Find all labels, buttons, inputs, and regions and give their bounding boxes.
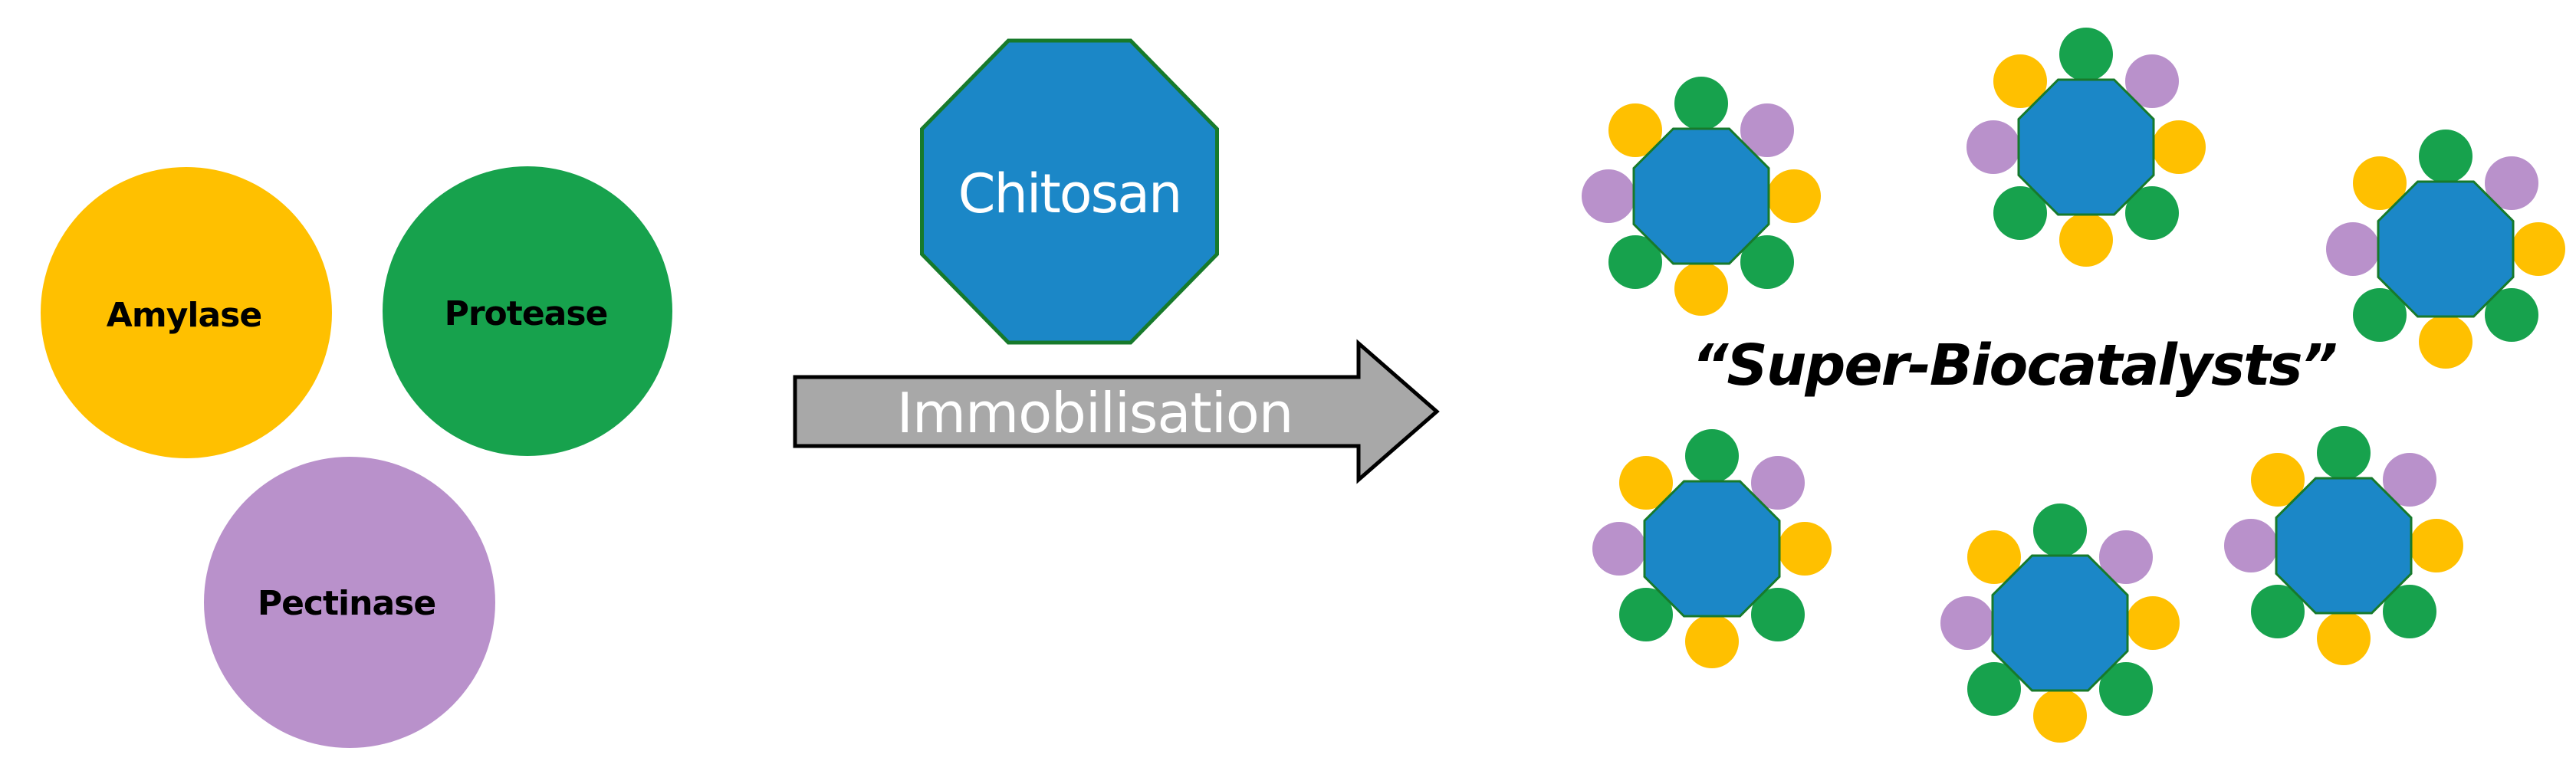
cluster-4-green-enzyme-dot	[1619, 588, 1673, 641]
cluster-5-green-enzyme-dot	[2033, 504, 2087, 557]
cluster-5-green-enzyme-dot	[2099, 662, 2153, 716]
cluster-4-yellow-enzyme-dot	[1778, 522, 1832, 576]
protease-label: Protease	[444, 294, 609, 333]
cluster-3-chitosan-octagon	[2377, 180, 2515, 318]
cluster-3-green-enzyme-dot	[2419, 130, 2472, 183]
cluster-1-green-enzyme-dot	[1608, 235, 1662, 289]
cluster-1-purple-enzyme-dot	[1582, 169, 1635, 223]
cluster-4-green-enzyme-dot	[1685, 429, 1739, 483]
cluster-1-yellow-enzyme-dot	[1767, 169, 1821, 223]
chitosan-octagon	[920, 38, 1219, 345]
cluster-2-purple-enzyme-dot	[2125, 54, 2179, 108]
cluster-5-chitosan-octagon	[1991, 554, 2129, 692]
cluster-4-green-enzyme-dot	[1751, 588, 1805, 641]
cluster-1-green-enzyme-dot	[1674, 77, 1728, 130]
cluster-2-yellow-enzyme-dot	[2059, 213, 2113, 267]
cluster-2-green-enzyme-dot	[2125, 186, 2179, 240]
cluster-5-purple-enzyme-dot	[2099, 530, 2153, 584]
cluster-5-yellow-enzyme-dot	[1967, 530, 2021, 584]
chitosan-label: Chitosan	[958, 162, 1183, 225]
cluster-1-purple-enzyme-dot	[1740, 103, 1794, 157]
cluster-6-yellow-enzyme-dot	[2410, 519, 2463, 572]
cluster-1-yellow-enzyme-dot	[1674, 262, 1728, 316]
cluster-6-green-enzyme-dot	[2383, 585, 2436, 638]
cluster-2-purple-enzyme-dot	[1967, 120, 2020, 174]
cluster-2-green-enzyme-dot	[2059, 28, 2113, 81]
cluster-1-chitosan-octagon	[1632, 127, 1770, 265]
cluster-4-chitosan-octagon	[1643, 480, 1781, 618]
cluster-3-yellow-enzyme-dot	[2353, 156, 2407, 210]
cluster-3-green-enzyme-dot	[2353, 288, 2407, 342]
cluster-3-green-enzyme-dot	[2485, 288, 2538, 342]
pectinase-label: Pectinase	[257, 584, 436, 623]
cluster-6-purple-enzyme-dot	[2224, 519, 2278, 572]
cluster-2-green-enzyme-dot	[1993, 186, 2047, 240]
cluster-3-yellow-enzyme-dot	[2419, 315, 2472, 369]
cluster-3-purple-enzyme-dot	[2485, 156, 2538, 210]
amylase-label: Amylase	[106, 296, 262, 335]
cluster-3-yellow-enzyme-dot	[2512, 222, 2565, 276]
cluster-6-green-enzyme-dot	[2317, 426, 2371, 480]
cluster-5-yellow-enzyme-dot	[2126, 596, 2180, 650]
cluster-6-purple-enzyme-dot	[2383, 453, 2436, 507]
cluster-5-yellow-enzyme-dot	[2033, 689, 2087, 743]
cluster-4-yellow-enzyme-dot	[1685, 615, 1739, 668]
cluster-3-purple-enzyme-dot	[2326, 222, 2380, 276]
cluster-1-yellow-enzyme-dot	[1608, 103, 1662, 157]
cluster-5-green-enzyme-dot	[1967, 662, 2021, 716]
immobilisation-label: Immobilisation	[896, 381, 1294, 445]
cluster-2-yellow-enzyme-dot	[1993, 54, 2047, 108]
cluster-6-yellow-enzyme-dot	[2317, 612, 2371, 665]
cluster-1-green-enzyme-dot	[1740, 235, 1794, 289]
pectinase-enzyme-circle	[204, 457, 495, 748]
protease-enzyme-circle	[383, 166, 672, 456]
super-biocatalysts-caption: “Super-Biocatalysts”	[1691, 333, 2338, 399]
cluster-6-chitosan-octagon	[2275, 477, 2413, 615]
cluster-6-yellow-enzyme-dot	[2251, 453, 2305, 507]
cluster-4-purple-enzyme-dot	[1592, 522, 1646, 576]
cluster-6-green-enzyme-dot	[2251, 585, 2305, 638]
cluster-4-yellow-enzyme-dot	[1619, 456, 1673, 510]
cluster-5-purple-enzyme-dot	[1940, 596, 1994, 650]
cluster-2-chitosan-octagon	[2017, 78, 2155, 216]
cluster-4-purple-enzyme-dot	[1751, 456, 1805, 510]
amylase-enzyme-circle	[41, 167, 332, 458]
immobilisation-arrow	[793, 339, 1440, 484]
cluster-2-yellow-enzyme-dot	[2152, 120, 2206, 174]
